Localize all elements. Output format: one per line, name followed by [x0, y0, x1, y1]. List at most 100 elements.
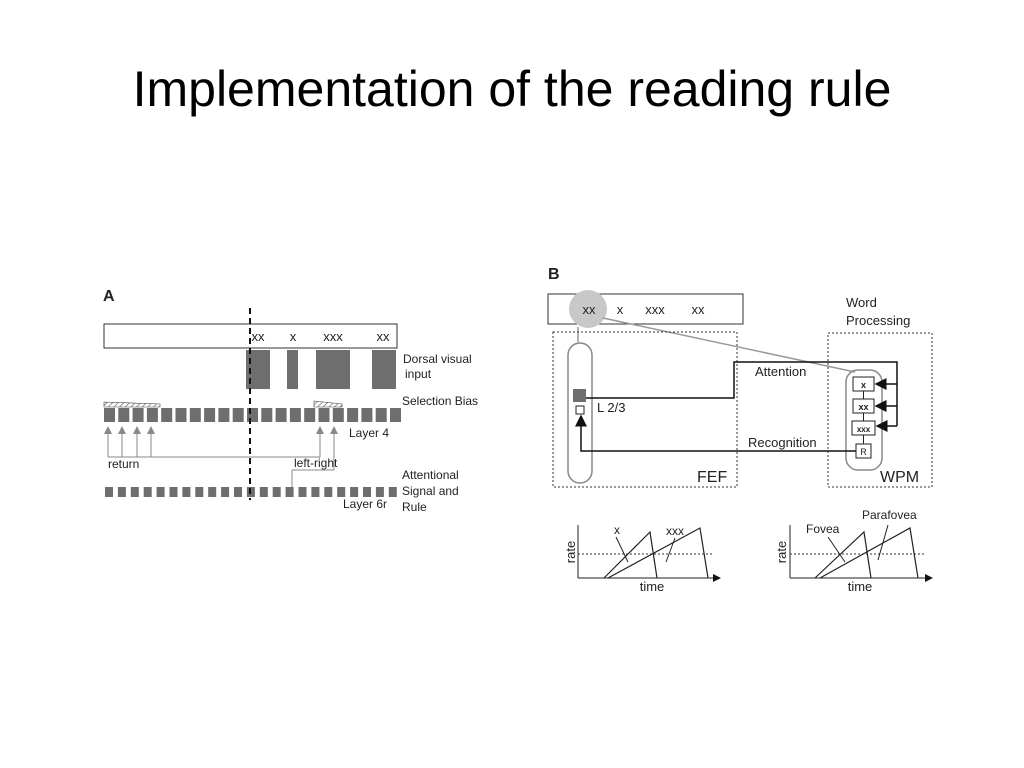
layer6r-unit — [388, 487, 397, 497]
layer6r-unit — [234, 487, 242, 497]
selection-bias-label: Selection Bias — [402, 394, 478, 408]
selection-bias-wedge-left — [103, 401, 161, 408]
attentional-label-line3: Rule — [402, 500, 427, 514]
plot-right: Fovea Parafovea rate time — [774, 508, 933, 594]
panel-a: A xx x xxx xx Dorsal visual input Select… — [103, 288, 478, 514]
layer4-unit — [318, 408, 330, 422]
panel-a-label: A — [103, 288, 115, 305]
layer6r-label: Layer 6r — [343, 497, 387, 511]
layer4-unit — [204, 408, 216, 422]
plot-left-annotation-x: x — [614, 523, 620, 537]
attentional-label-line1: Attentional — [402, 468, 459, 482]
layer6r-unit — [272, 487, 281, 497]
layer6r-unit — [195, 487, 204, 497]
wpm-unit-xxx-label: xxx — [857, 425, 871, 434]
fovea-highlight — [569, 290, 607, 328]
layer6r-unit — [311, 487, 320, 497]
layer4-unit — [146, 408, 158, 422]
layer6r-unit — [208, 487, 217, 497]
plot-left-ylabel: rate — [563, 541, 578, 563]
layer6r-unit — [169, 487, 178, 497]
dorsal-label-line2: input — [405, 367, 432, 381]
layer4-unit — [289, 408, 301, 422]
layer4-label: Layer 4 — [349, 426, 389, 440]
layer6r-unit — [105, 487, 113, 497]
plot-left-annotation-xxx: xxx — [666, 524, 684, 538]
layer6r-unit — [182, 487, 191, 497]
return-label: return — [108, 457, 139, 471]
recognition-path — [575, 414, 856, 452]
plot-right-ylabel: rate — [774, 541, 789, 563]
layer4-unit — [347, 408, 359, 422]
layer4-row — [104, 408, 401, 422]
fef-box — [552, 331, 738, 488]
plot-right-trace-parafovea — [819, 527, 919, 579]
wpm-box — [827, 332, 933, 488]
word-processing-label-line2: Processing — [846, 313, 910, 328]
l23-unit-input — [575, 405, 585, 415]
layer6r-unit — [156, 487, 165, 497]
layer4-unit — [375, 408, 387, 422]
layer4-unit — [161, 408, 173, 422]
layer4-unit — [118, 408, 130, 422]
slide-title: Implementation of the reading rule — [132, 61, 892, 117]
plot-left-trace-xxx — [607, 527, 709, 579]
l23-unit-active — [573, 389, 586, 402]
panel-b-word-1: xx — [583, 302, 597, 317]
plot-right-annotation-parafovea: Parafovea — [862, 508, 917, 522]
wpm-unit-xx-label: xx — [858, 402, 868, 412]
layer4-unit — [104, 408, 115, 422]
plot-right-pointer-parafovea — [877, 524, 889, 561]
layer4-unit — [361, 408, 373, 422]
fef-label: FEF — [697, 469, 727, 486]
panel-b-word-3: xxx — [645, 302, 665, 317]
dorsal-label-line1: Dorsal visual — [403, 352, 472, 366]
layer6r-unit — [375, 487, 384, 497]
layer6r-unit — [285, 487, 294, 497]
layer4-unit — [261, 408, 273, 422]
wpm-unit-x-label: x — [861, 380, 866, 390]
dorsal-block-3 — [316, 350, 350, 389]
layer6r-unit — [337, 487, 346, 497]
panel-b-word-2: x — [617, 302, 624, 317]
selection-bias-wedge-right — [313, 400, 343, 408]
panel-a-word-1: xx — [252, 329, 266, 344]
dorsal-block-4 — [372, 350, 396, 389]
layer6r-row — [105, 487, 397, 497]
layer6r-unit — [259, 487, 268, 497]
dorsal-block-2 — [287, 350, 298, 389]
projection-line-top — [602, 317, 856, 373]
layer6r-unit — [324, 487, 333, 497]
wpm-unit-r-label: R — [860, 447, 867, 457]
l23-label: L 2/3 — [597, 400, 625, 415]
layer6r-unit — [117, 487, 126, 497]
fef-column — [567, 342, 593, 484]
layer4-unit — [232, 408, 244, 422]
layer4-unit — [275, 408, 287, 422]
layer6r-unit — [130, 487, 139, 497]
layer6r-unit — [363, 487, 371, 497]
plot-right-pointer-fovea — [827, 536, 846, 563]
layer4-unit — [247, 408, 258, 422]
layer4-unit — [175, 408, 187, 422]
layer4-unit — [304, 408, 316, 422]
plot-left-pointer-x — [615, 536, 629, 563]
panel-b: B xx x xxx xx L 2/3 FEF Word Processing … — [547, 266, 933, 594]
layer4-unit — [189, 408, 201, 422]
panel-a-word-bar — [103, 323, 398, 349]
layer6r-unit — [350, 487, 359, 497]
layer6r-unit — [298, 487, 307, 497]
plot-left-pointer-xxx — [665, 537, 676, 563]
attention-label: Attention — [755, 364, 806, 379]
panel-a-word-4: xx — [377, 329, 391, 344]
wpm-label: WPM — [880, 469, 919, 486]
plot-left-xlabel: time — [640, 579, 665, 594]
panel-a-word-3: xxx — [323, 329, 343, 344]
panel-a-word-2: x — [290, 329, 297, 344]
panel-b-label: B — [548, 266, 560, 283]
layer6r-unit — [221, 487, 230, 497]
layer4-unit — [332, 408, 344, 422]
layer4-unit — [132, 408, 144, 422]
plot-right-annotation-fovea: Fovea — [806, 522, 840, 536]
